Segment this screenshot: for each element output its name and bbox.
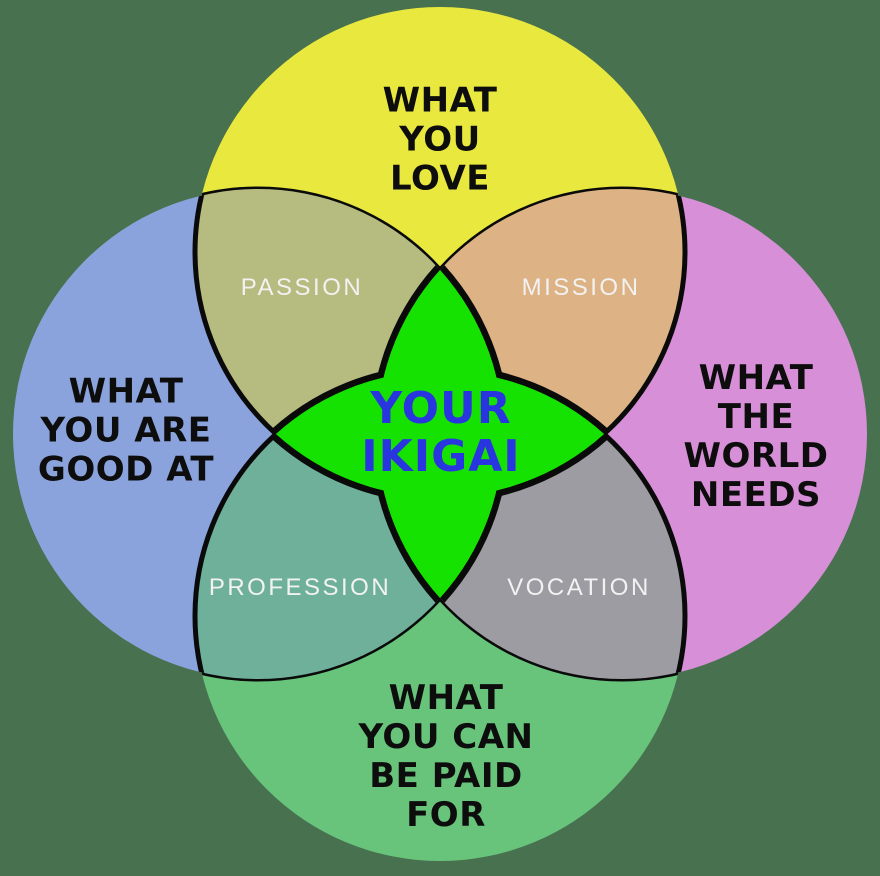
world-needs-label: WHAT THE WORLD NEEDS	[683, 357, 829, 516]
profession-label: PROFESSION	[208, 574, 392, 601]
vocation-label: VOCATION	[507, 574, 651, 601]
love-label: WHAT YOU LOVE	[382, 80, 498, 199]
ikigai-center-label: YOUR IKIGAI	[361, 383, 521, 482]
paid-for-label: WHAT YOU CAN BE PAID FOR	[358, 677, 534, 836]
passion-label: PASSION	[240, 274, 364, 301]
good-at-label: WHAT YOU ARE GOOD AT	[37, 371, 215, 490]
mission-label: MISSION	[521, 274, 641, 301]
